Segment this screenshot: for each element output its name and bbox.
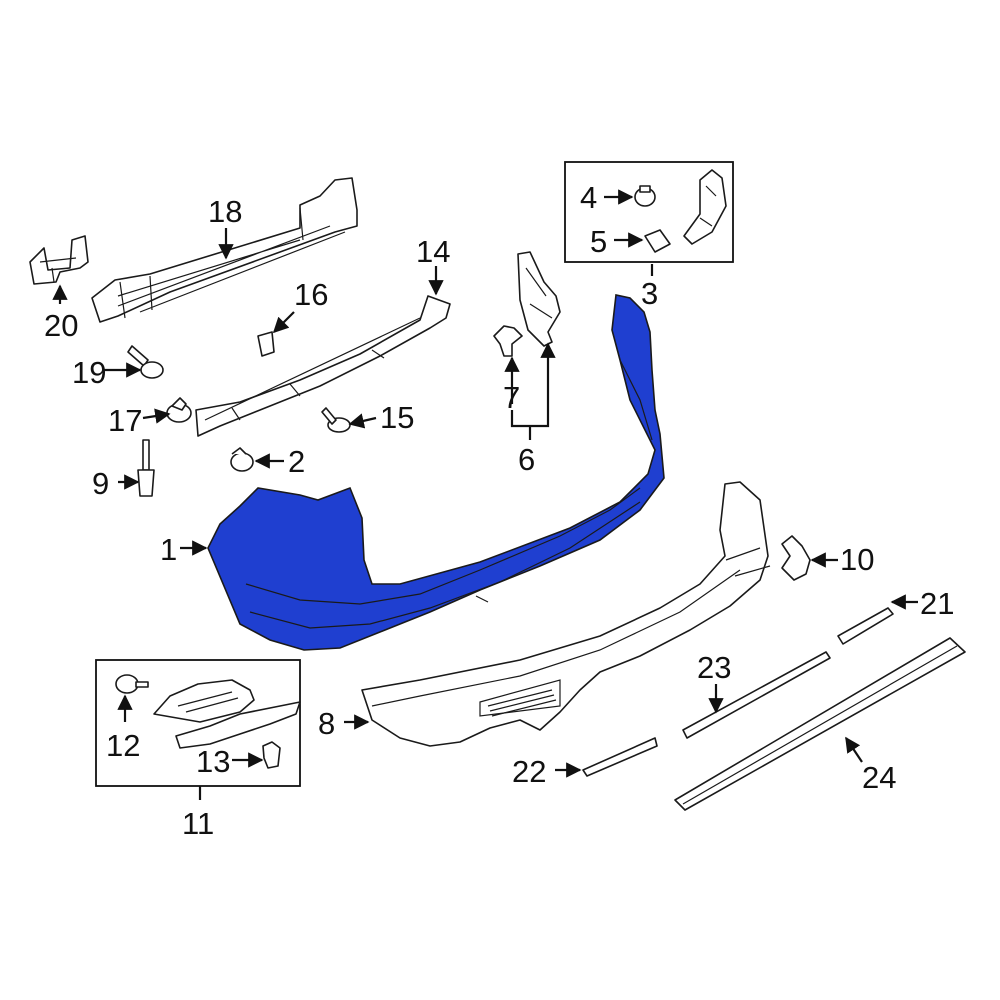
callout-21: 21 [920, 586, 954, 621]
rivet-part[interactable] [137, 439, 155, 497]
callout-13: 13 [196, 744, 230, 779]
callout-5: 5 [590, 224, 607, 259]
callout-14: 14 [416, 234, 450, 269]
callout-4: 4 [580, 180, 597, 215]
bumper-guide-part[interactable] [683, 169, 727, 245]
callout-22: 22 [512, 754, 546, 789]
clip-part[interactable] [257, 331, 275, 357]
energy-absorber-part[interactable] [195, 295, 451, 437]
callout-15: 15 [380, 400, 414, 435]
callout-8: 8 [318, 706, 335, 741]
nut-clip-part[interactable] [644, 229, 671, 253]
callout-18: 18 [208, 194, 242, 229]
callout-1: 1 [160, 532, 177, 567]
molding-strip-21[interactable] [837, 607, 894, 645]
callout-10: 10 [840, 542, 874, 577]
bolt-part[interactable] [127, 345, 164, 379]
molding-strip-22[interactable] [582, 737, 658, 777]
callout-12: 12 [106, 728, 140, 763]
callout-labels: 1 2 3 4 5 6 7 8 9 10 11 12 13 14 15 16 1… [44, 180, 954, 841]
molding-strip-23[interactable] [682, 651, 831, 739]
tow-hook-cover-part[interactable] [153, 679, 255, 723]
mounting-bracket-part[interactable] [29, 235, 89, 285]
fastener-part[interactable] [230, 447, 254, 472]
corner-bracket-part[interactable] [781, 535, 811, 581]
push-pin-part[interactable] [166, 397, 192, 423]
screw-part-small[interactable] [115, 674, 149, 694]
bolt-part-small[interactable] [634, 185, 656, 207]
callout-6: 6 [518, 442, 535, 477]
callout-11: 11 [182, 806, 214, 841]
screw-part[interactable] [321, 407, 351, 433]
reinforcement-beam-part[interactable] [91, 177, 358, 323]
step-pad-part[interactable] [674, 637, 966, 811]
callout-2: 2 [288, 444, 305, 479]
part-3-group-box [564, 161, 734, 263]
callout-19: 19 [72, 355, 106, 390]
side-bracket-part[interactable] [517, 251, 561, 347]
callout-3: 3 [641, 276, 658, 311]
retainer-clip-part[interactable] [493, 325, 523, 357]
callout-20: 20 [44, 308, 78, 343]
bumper-cover-part[interactable] [207, 294, 665, 651]
clip-nut-part[interactable] [262, 741, 281, 769]
callout-24: 24 [862, 760, 896, 795]
callout-23: 23 [697, 650, 731, 685]
callout-16: 16 [294, 277, 328, 312]
callout-7: 7 [503, 380, 520, 415]
tow-hook-bracket-part[interactable] [175, 701, 301, 749]
lower-valance-part[interactable] [361, 481, 771, 747]
part-11-group-box [95, 659, 301, 787]
callout-17: 17 [108, 403, 142, 438]
callout-9: 9 [92, 466, 109, 501]
leader-lines [52, 189, 918, 800]
